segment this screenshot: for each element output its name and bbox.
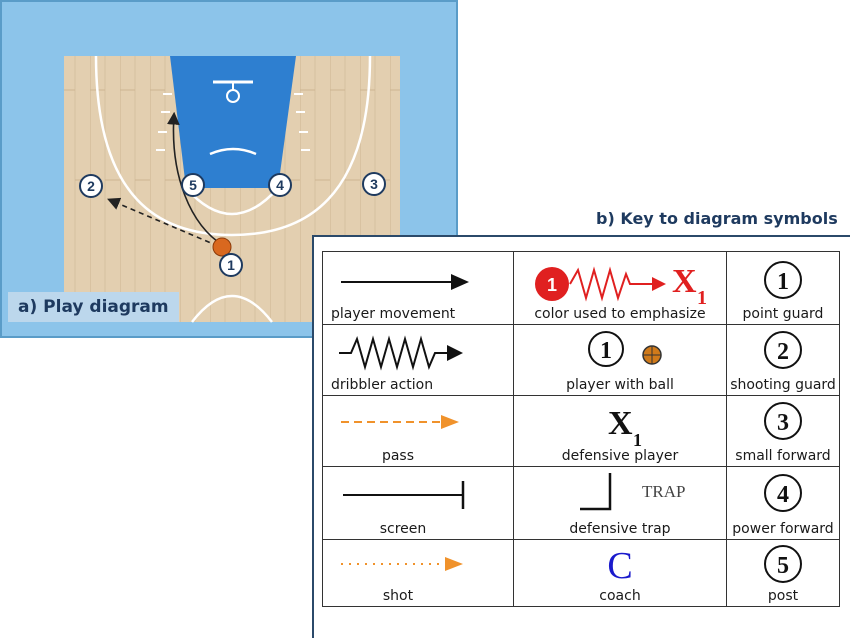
svg-text:5: 5 xyxy=(189,177,197,193)
play-diagram: 2 5 4 3 1 a) Play diagram xyxy=(0,0,458,338)
svg-text:5: 5 xyxy=(777,553,789,579)
number-circle-icon: 4 xyxy=(764,474,802,512)
key-cell-point-guard: 1 point guard xyxy=(726,251,840,325)
three-point-arc xyxy=(94,55,372,237)
defender-icon: X 1 xyxy=(608,405,642,450)
key-caption: small forward xyxy=(735,448,831,464)
svg-text:1: 1 xyxy=(697,287,707,309)
svg-text:3: 3 xyxy=(777,410,789,436)
center-circle xyxy=(191,294,273,323)
key-caption: post xyxy=(767,588,799,604)
court-graphic xyxy=(0,0,458,338)
key-cell-dribbler-action: dribbler action xyxy=(322,324,514,396)
key-cell-screen: screen xyxy=(322,466,514,540)
key-cell-power-forward: 4 power forward xyxy=(726,466,840,540)
svg-text:1: 1 xyxy=(547,275,557,295)
svg-text:TRAP: TRAP xyxy=(642,482,685,501)
svg-text:1: 1 xyxy=(600,338,612,364)
svg-text:1: 1 xyxy=(633,430,642,450)
key-caption: player with ball xyxy=(566,377,674,393)
number-circle-icon: 3 xyxy=(764,402,802,440)
paint-area xyxy=(170,56,296,188)
key-caption: dribbler action xyxy=(331,377,434,393)
svg-text:2: 2 xyxy=(87,178,95,194)
svg-text:C: C xyxy=(607,545,632,587)
key-cell-shooting-guard: 2 shooting guard xyxy=(726,324,840,396)
key-caption: defensive player xyxy=(561,448,679,464)
key-table: player movement 1 X 1 color used to emph… xyxy=(322,251,840,607)
key-cell-pass: pass xyxy=(322,395,514,467)
key-caption: shot xyxy=(382,588,414,604)
player-4: 4 xyxy=(268,173,292,197)
key-row: screen TRAP defensive trap 4 xyxy=(322,466,840,540)
key-cell-emphasis: 1 X 1 color used to emphasize xyxy=(513,251,727,325)
player-5: 5 xyxy=(181,173,205,197)
key-caption: player movement xyxy=(331,306,456,322)
svg-text:4: 4 xyxy=(777,482,789,508)
number-circle-icon: 1 xyxy=(764,261,802,299)
red-emphasis-icon: 1 X 1 xyxy=(535,263,707,309)
svg-text:1: 1 xyxy=(227,257,235,273)
player-2: 2 xyxy=(79,174,103,198)
players-layer: 2 5 4 3 1 xyxy=(79,172,386,277)
key-cell-defensive-trap: TRAP defensive trap xyxy=(513,466,727,540)
cut-path xyxy=(166,111,225,247)
key-cell-player-movement: player movement xyxy=(322,251,514,325)
key-caption: shooting guard xyxy=(730,377,836,393)
key-row: pass X 1 defensive player 3 xyxy=(322,395,840,467)
screen-line-icon xyxy=(343,481,465,509)
key-title: b) Key to diagram symbols xyxy=(596,209,838,228)
key-cell-player-with-ball: 1 player with ball xyxy=(513,324,727,396)
key-cell-coach: C coach xyxy=(513,539,727,607)
svg-text:2: 2 xyxy=(777,339,789,365)
key-caption: point guard xyxy=(742,306,824,322)
dotted-orange-arrow-icon xyxy=(341,557,463,571)
svg-text:X: X xyxy=(608,405,633,442)
player-3: 3 xyxy=(362,172,386,196)
svg-text:X: X xyxy=(672,263,697,300)
key-cell-defensive-player: X 1 defensive player xyxy=(513,395,727,467)
key-panel: player movement 1 X 1 color used to emph… xyxy=(312,235,850,638)
number-circle-icon: 5 xyxy=(764,545,802,583)
key-caption: defensive trap xyxy=(569,521,671,537)
solid-arrow-icon xyxy=(341,274,469,290)
trap-icon: TRAP xyxy=(580,473,685,511)
key-cell-small-forward: 3 small forward xyxy=(726,395,840,467)
key-caption: power forward xyxy=(732,521,834,537)
player-1: 1 xyxy=(219,253,243,277)
key-caption: coach xyxy=(599,588,641,604)
basketball xyxy=(212,237,232,257)
svg-text:3: 3 xyxy=(370,176,378,192)
zigzag-arrow-icon xyxy=(339,335,463,371)
key-cell-post: 5 post xyxy=(726,539,840,607)
hoop xyxy=(226,89,240,103)
number-circle-icon: 2 xyxy=(764,331,802,369)
key-caption: color used to emphasize xyxy=(534,306,706,322)
key-row: player movement 1 X 1 color used to emph… xyxy=(322,251,840,325)
player-ball-icon: 1 xyxy=(588,331,662,367)
key-caption: screen xyxy=(379,521,427,537)
pass-path xyxy=(107,197,219,247)
svg-text:1: 1 xyxy=(777,269,789,295)
key-caption: pass xyxy=(381,448,415,464)
key-row: dribbler action 1 player with ball xyxy=(322,324,840,396)
svg-text:4: 4 xyxy=(276,177,284,193)
key-row: shot C coach 5 post xyxy=(322,539,840,607)
key-cell-shot: shot xyxy=(322,539,514,607)
dashed-orange-arrow-icon xyxy=(341,415,459,429)
coach-icon: C xyxy=(607,545,632,587)
play-diagram-caption: a) Play diagram xyxy=(8,292,179,322)
